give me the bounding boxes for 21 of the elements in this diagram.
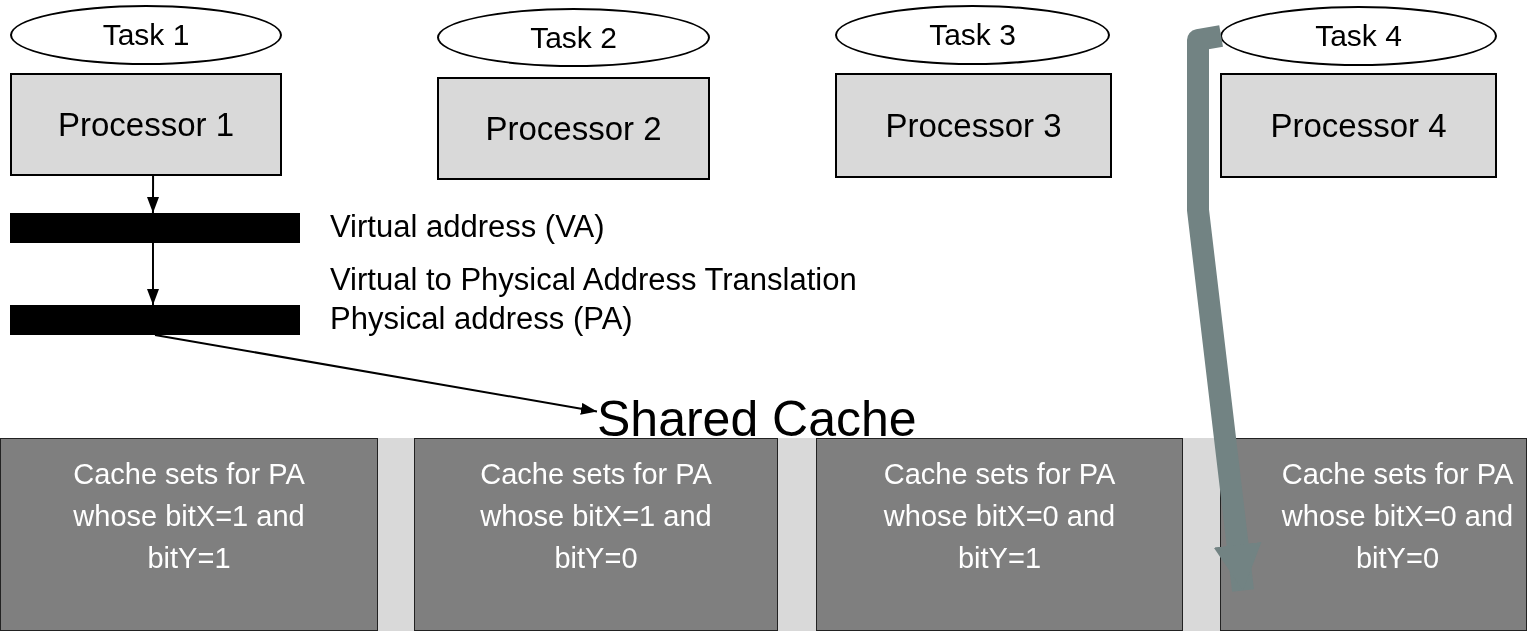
arrow bbox=[146, 242, 159, 306]
processor-box: Processor 4 bbox=[1220, 73, 1497, 178]
arrow bbox=[1187, 25, 1262, 592]
task-ellipse: Task 1 bbox=[10, 5, 282, 65]
address-label: Virtual address (VA) bbox=[330, 209, 605, 245]
address-bar bbox=[10, 213, 300, 243]
cache-set-block: Cache sets for PA whose bitX=1 and bitY=0 bbox=[414, 438, 778, 631]
arrow bbox=[147, 175, 159, 214]
processor-box: Processor 3 bbox=[835, 73, 1112, 178]
task-ellipse: Task 3 bbox=[835, 5, 1110, 65]
cache-set-block: Cache sets for PA whose bitX=0 and bitY=0 bbox=[1220, 438, 1527, 631]
processor-box: Processor 1 bbox=[10, 73, 282, 176]
task-ellipse: Task 2 bbox=[437, 8, 710, 67]
task-ellipse: Task 4 bbox=[1220, 6, 1497, 66]
cache-set-block: Cache sets for PA whose bitX=0 and bitY=1 bbox=[816, 438, 1183, 631]
address-label: Physical address (PA) bbox=[330, 301, 633, 337]
address-bar bbox=[10, 305, 300, 335]
cache-set-block: Cache sets for PA whose bitX=1 and bitY=1 bbox=[0, 438, 378, 631]
processor-box: Processor 2 bbox=[437, 77, 710, 180]
arrow bbox=[154, 334, 598, 415]
translation-label: Virtual to Physical Address Translation bbox=[330, 262, 857, 298]
